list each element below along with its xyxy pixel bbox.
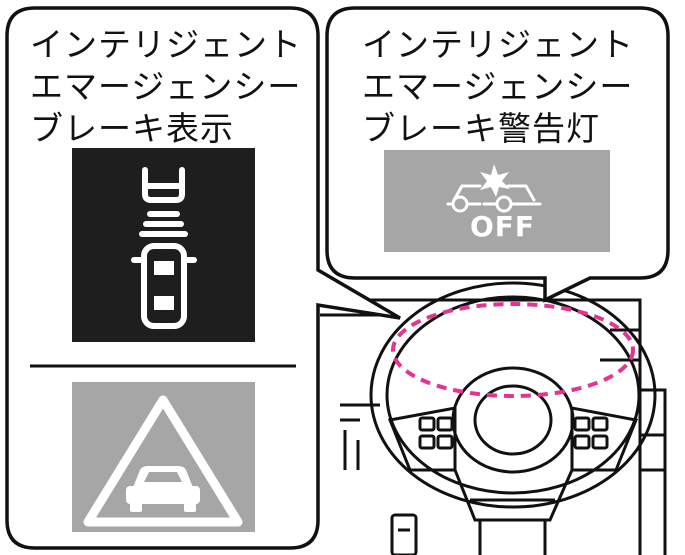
warning-light-panel: OFF xyxy=(384,150,610,252)
highlight-ellipse xyxy=(391,302,635,398)
warning-light-off-label: OFF xyxy=(470,210,536,243)
vehicle-sensor-icon xyxy=(131,167,197,329)
car-warning-triangle-icon xyxy=(83,395,243,527)
right-callout-title: インテリジェント エマージェンシー ブレーキ警告灯 xyxy=(362,25,634,148)
left-callout-title: インテリジェント エマージェンシー ブレーキ表示 xyxy=(30,25,302,148)
collision-off-icon xyxy=(446,164,542,213)
display-icon-panel xyxy=(72,148,255,342)
warning-triangle-panel xyxy=(72,382,255,532)
